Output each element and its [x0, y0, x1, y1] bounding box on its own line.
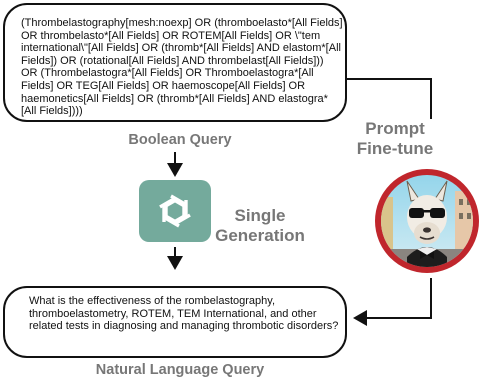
boolean-query-box: (Thrombelastography[mesh:noexp] OR (thro…: [3, 3, 347, 122]
boolean-query-label: Boolean Query: [128, 132, 232, 148]
line-finetune-to-query: [347, 78, 432, 119]
natural-language-query-box: What is the effectiveness of the rombela…: [3, 286, 347, 358]
single-generation-label: Single Generation: [215, 206, 305, 245]
natural-language-query-label: Natural Language Query: [95, 362, 265, 378]
prompt-finetune-label: Prompt Fine-tune: [356, 119, 434, 158]
llama-avatar-icon: [375, 169, 479, 273]
arrow-llama-to-nl-query: [353, 278, 432, 326]
chatgpt-logo-icon: [139, 180, 211, 242]
natural-language-query-text: What is the effectiveness of the rombela…: [29, 295, 339, 333]
boolean-query-text: (Thrombelastography[mesh:noexp] OR (thro…: [21, 17, 343, 118]
